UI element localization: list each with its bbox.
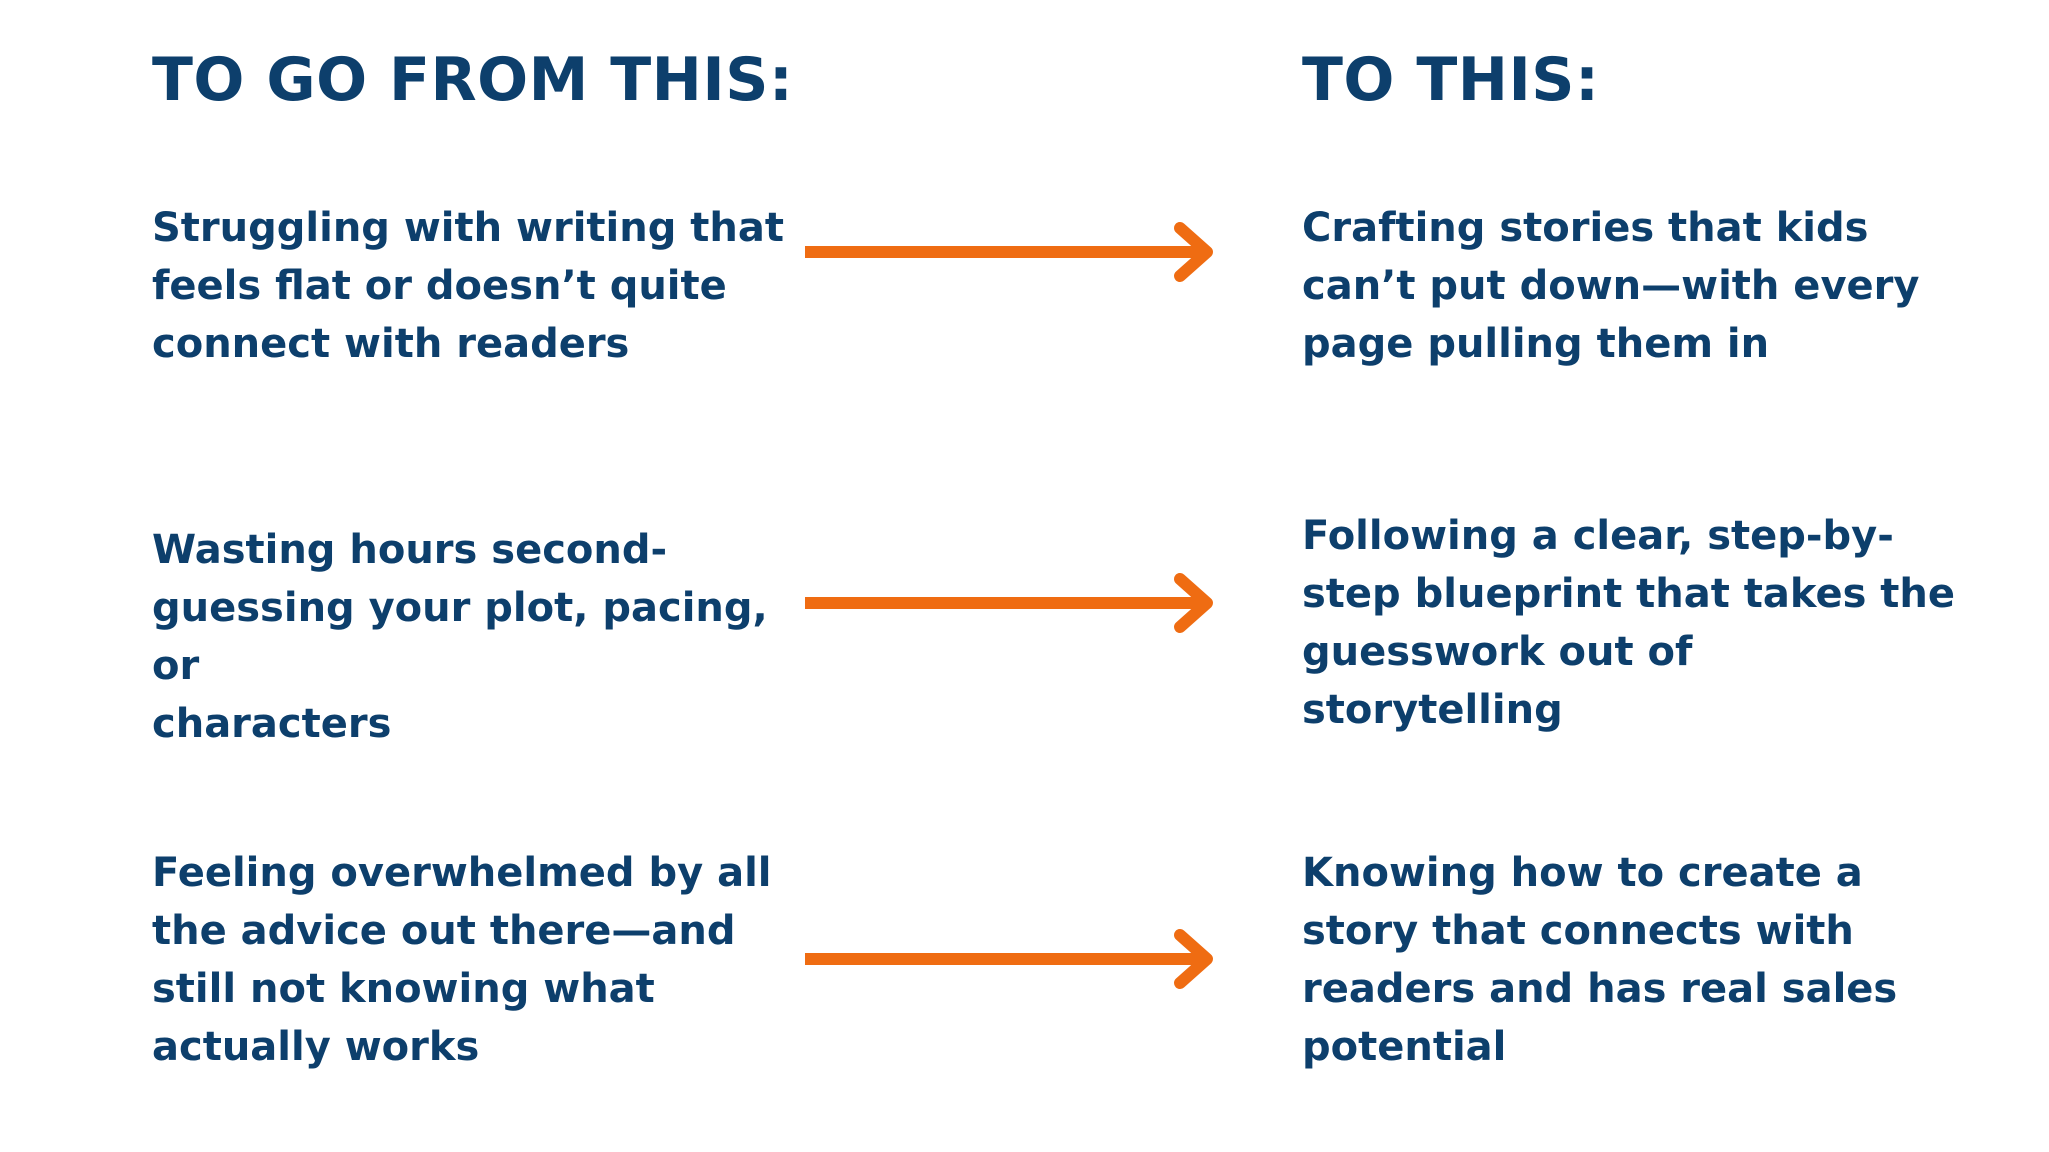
- from-item-1: Struggling with writing that feels flat …: [152, 205, 785, 367]
- from-item-3: Feeling overwhelmed by all the advice ou…: [152, 850, 772, 1070]
- arrow-right-icon: [805, 929, 1213, 989]
- to-item-2: Following a clear, step-by- step bluepri…: [1302, 513, 1956, 733]
- arrow-right-icon: [805, 222, 1213, 282]
- to-item-1: Crafting stories that kids can’t put dow…: [1302, 205, 1920, 367]
- from-item-2: Wasting hours second- guessing your plot…: [152, 527, 768, 747]
- to-heading: TO THIS:: [1302, 45, 1600, 115]
- arrow-right-icon: [805, 573, 1213, 633]
- to-item-3: Knowing how to create a story that conne…: [1302, 850, 1898, 1070]
- from-heading: TO GO FROM THIS:: [152, 45, 794, 115]
